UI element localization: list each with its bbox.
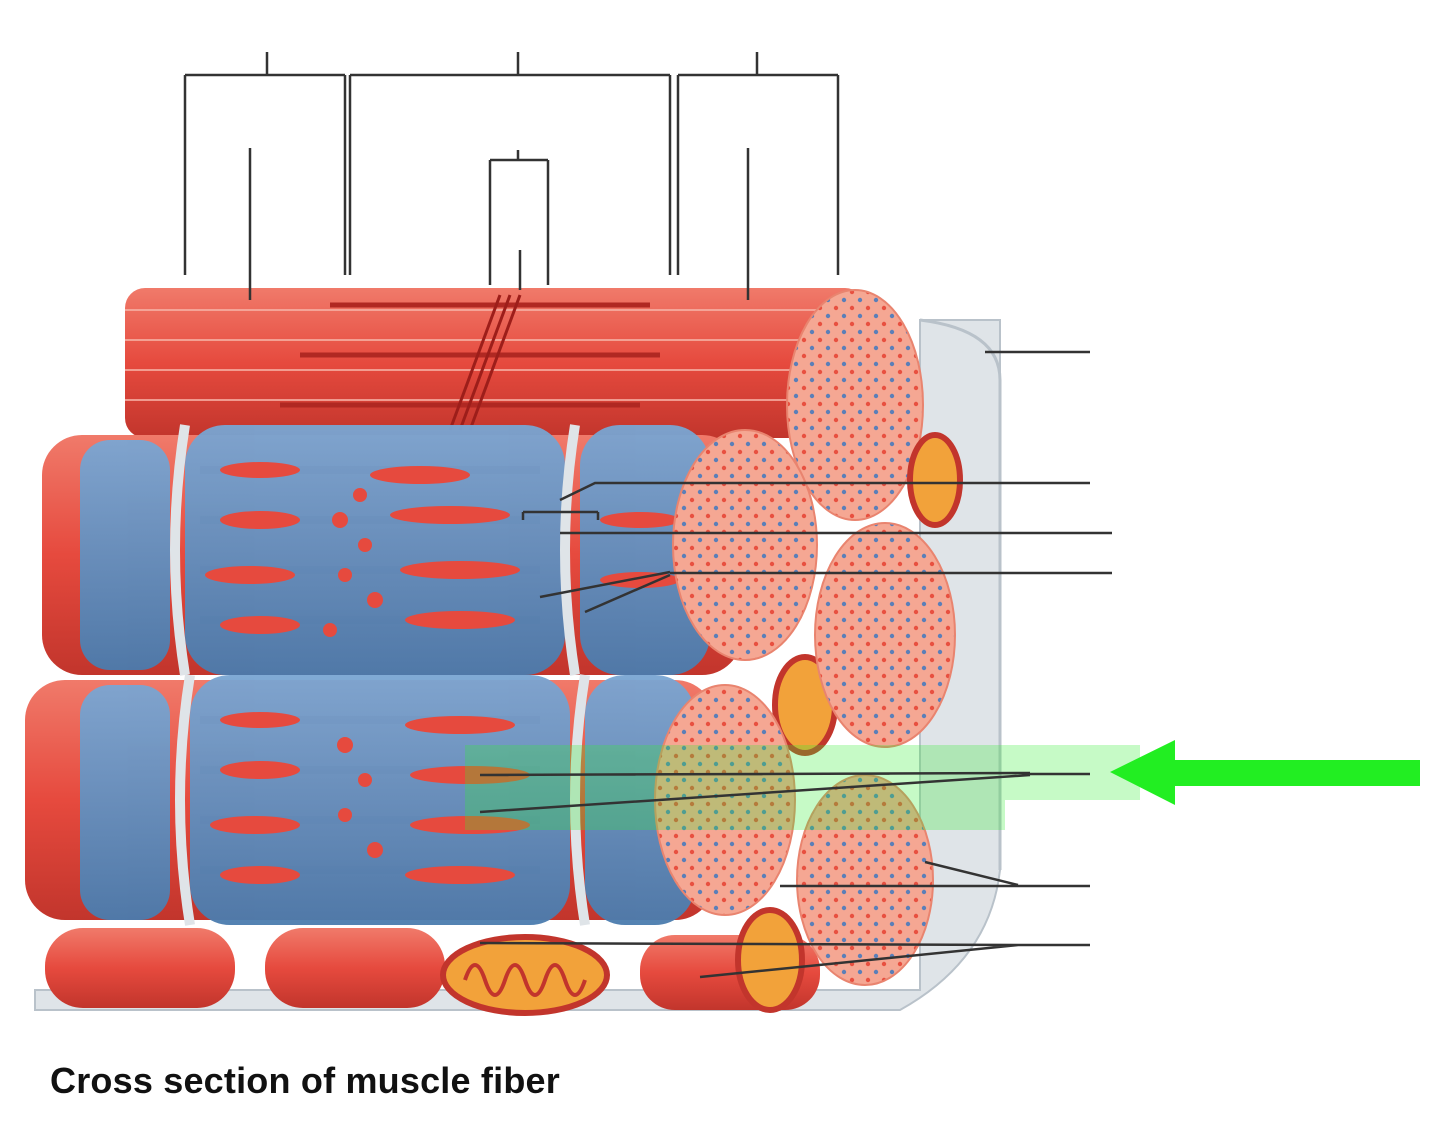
- top-right-bracket: [676, 52, 840, 300]
- green-arrow-icon: [1110, 740, 1420, 805]
- myofibril-cross-sections: [654, 429, 956, 986]
- caption: Cross section of muscle fiber: [50, 1060, 560, 1101]
- highlight-band: [465, 745, 1140, 830]
- right-triad-3: [539, 570, 1112, 614]
- right-triad-2: [521, 510, 1112, 535]
- right-myofibrils: [780, 860, 1090, 888]
- leader-lines: [183, 52, 1112, 979]
- middle-myofibril: [42, 424, 742, 676]
- right-mitochondria: [479, 941, 1090, 979]
- lower-tubes: [45, 928, 820, 1010]
- sarcolemma: [34, 318, 1002, 1011]
- top-myofibril: [125, 288, 924, 521]
- inner-center-bracket: [488, 150, 550, 290]
- right-triad-1: [559, 481, 1090, 502]
- mitochondria: [440, 432, 963, 1016]
- top-left-bracket: [183, 52, 347, 300]
- top-center-bracket: [348, 52, 672, 275]
- right-highlighted: [479, 771, 1090, 814]
